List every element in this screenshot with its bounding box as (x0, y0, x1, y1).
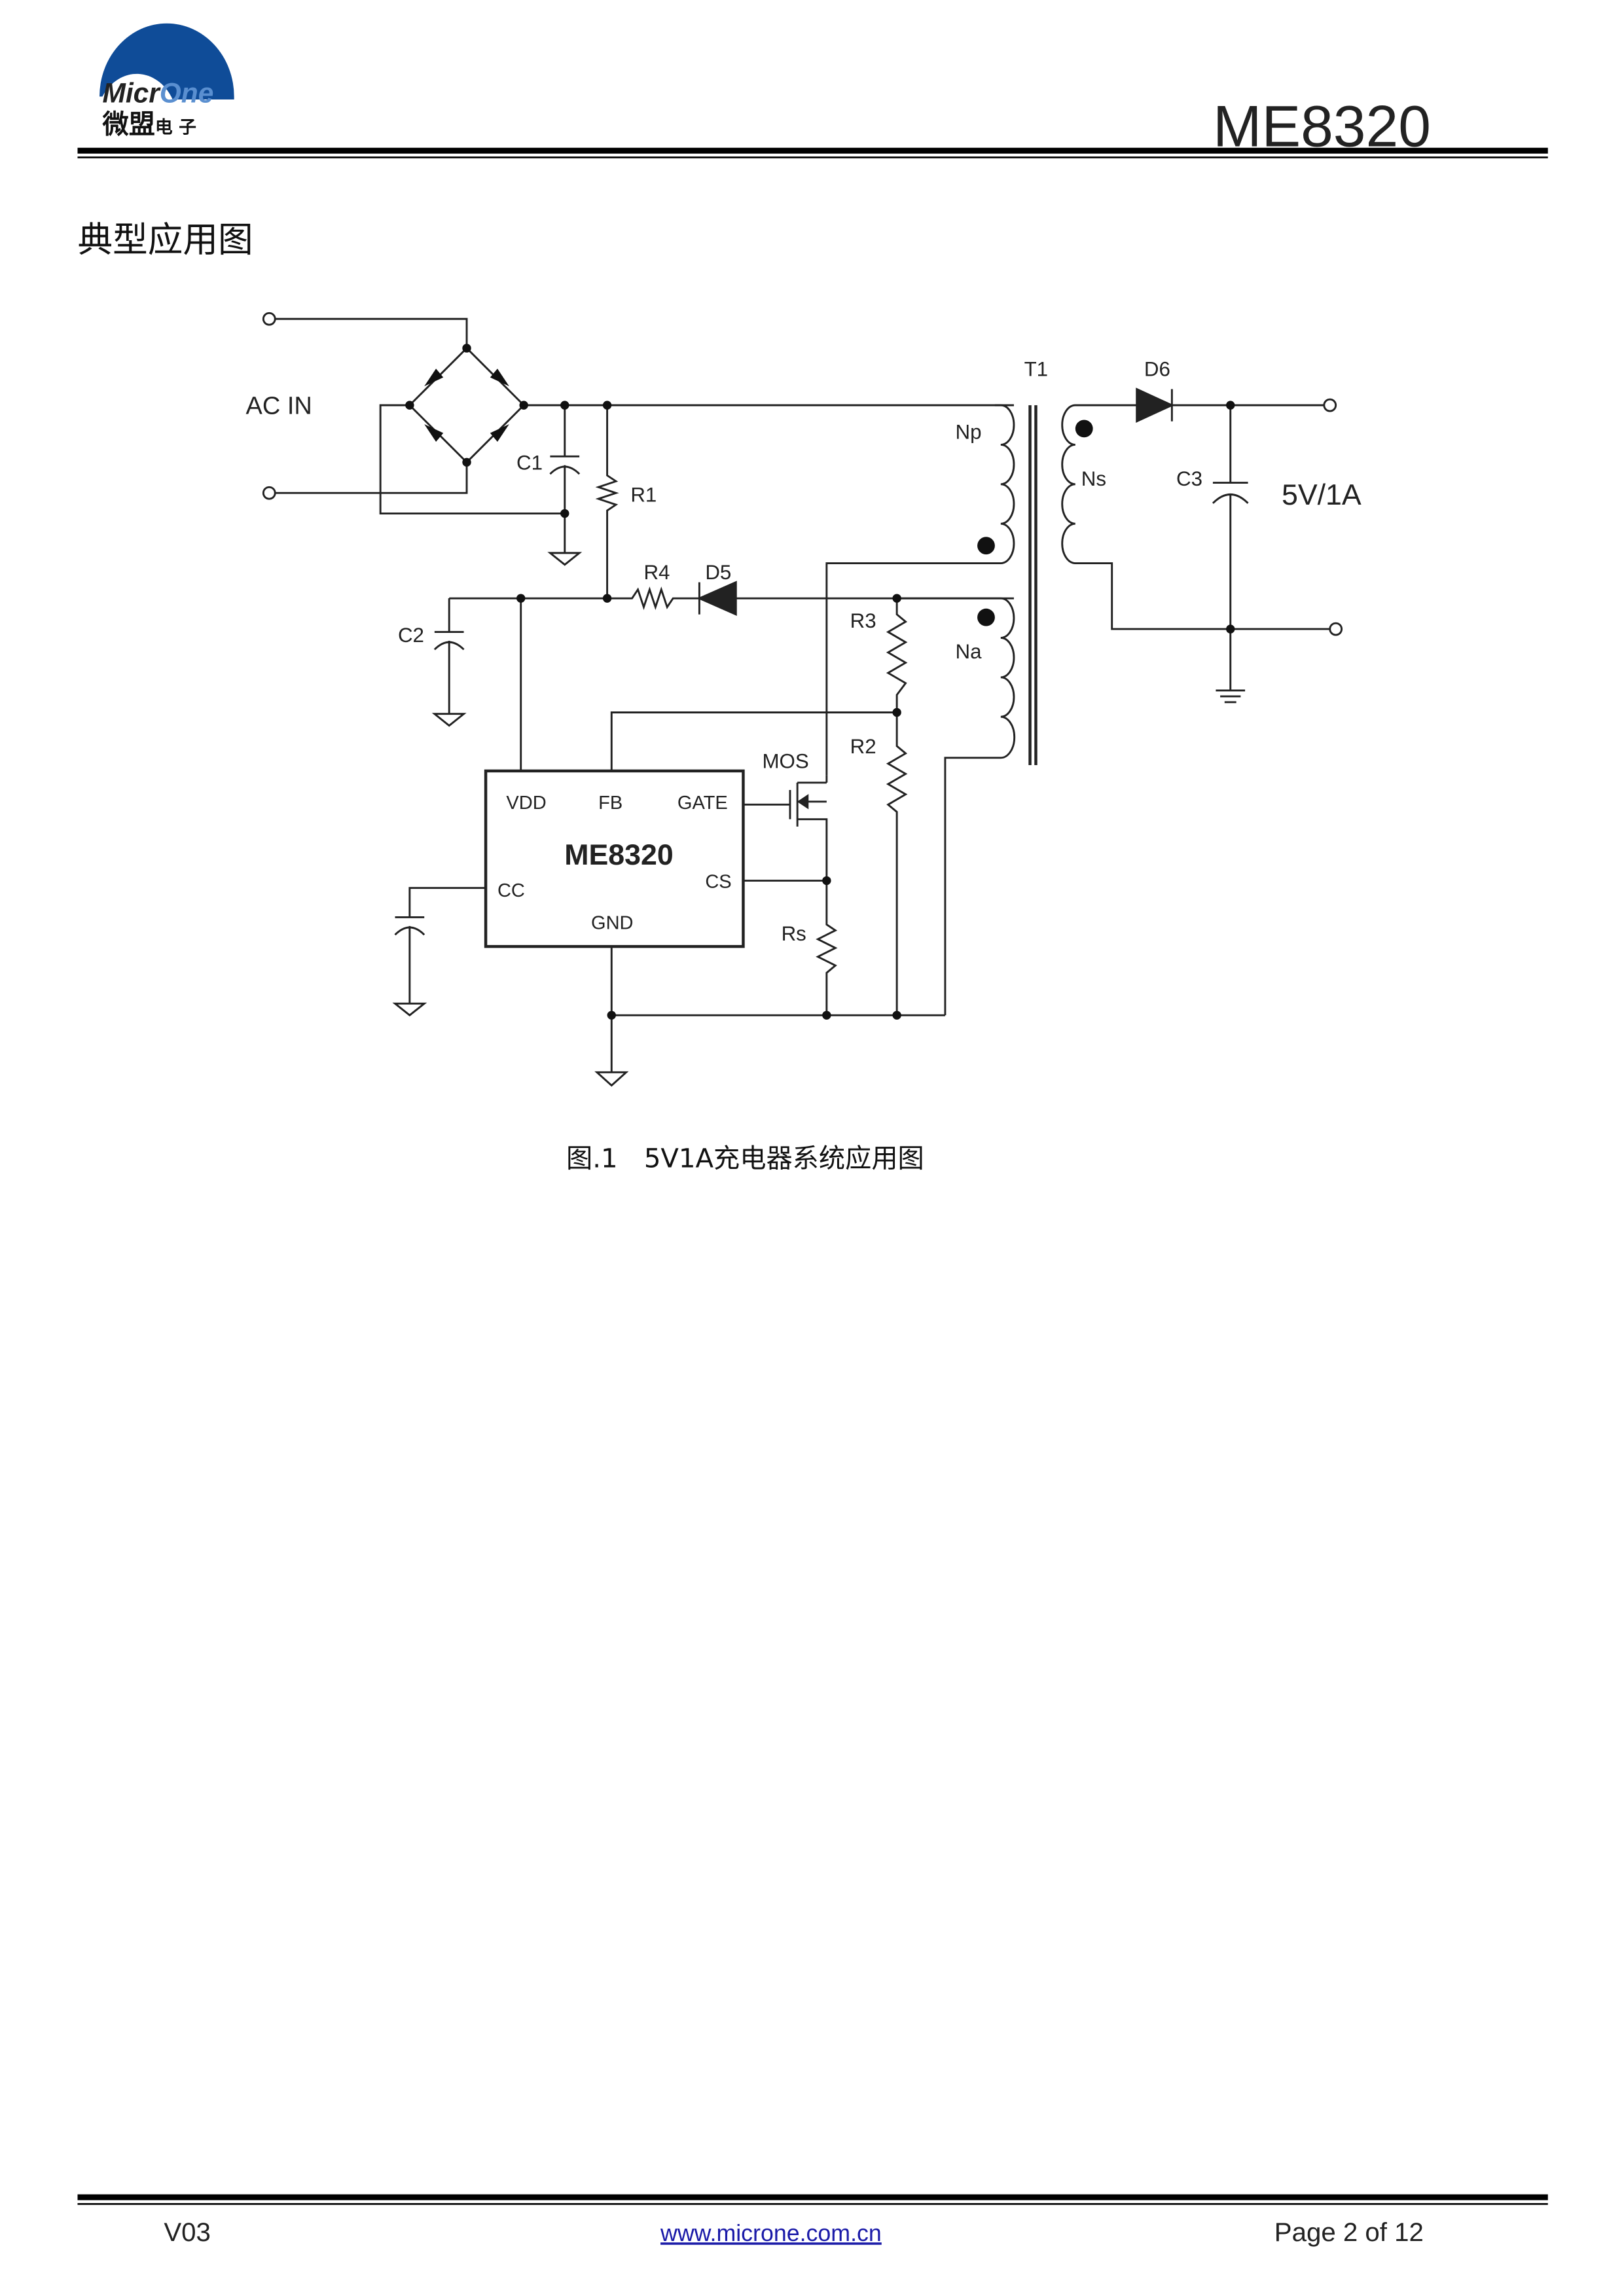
figure-number: 图.1 (566, 1144, 618, 1174)
microne-logo: MicrOne 微盟电 子 (99, 23, 234, 139)
c3-label: C3 (1176, 467, 1202, 490)
r4-label: R4 (643, 561, 670, 584)
svg-text:MicrOne: MicrOne (102, 77, 213, 108)
output-label: 5V/1A (1282, 479, 1362, 511)
ic-vdd-pin: VDD (506, 793, 546, 814)
version: V03 (164, 2217, 211, 2247)
ac-in-label: AC IN (246, 393, 312, 420)
application-circuit: AC IN C1 R1 R4 D5 C2 T1 D6 Np Ns Na C3 5… (246, 312, 1362, 1087)
ic-name: ME8320 (564, 839, 673, 871)
ic-cs-pin: CS (705, 872, 731, 893)
header-rule (77, 147, 1548, 154)
na-label: Na (956, 640, 983, 663)
figure-caption: 图.1 5V1A充电器系统应用图 (566, 1144, 924, 1174)
page-number: Page 2 of 12 (1274, 2217, 1424, 2247)
svg-text:微盟电 子: 微盟电 子 (101, 109, 196, 139)
ic-gate-pin: GATE (677, 793, 728, 814)
r1-label: R1 (630, 484, 657, 507)
ic-fb-pin: FB (598, 793, 623, 814)
section-title: 典型应用图 (77, 219, 253, 260)
figure-title: 5V1A充电器系统应用图 (644, 1144, 924, 1174)
ns-label: Ns (1081, 467, 1106, 490)
d6-label: D6 (1144, 357, 1170, 380)
ic-gnd-pin: GND (591, 912, 634, 933)
rs-label: Rs (782, 922, 806, 945)
mos-label: MOS (763, 749, 809, 772)
d5-label: D5 (705, 561, 731, 584)
header-rule-thin (77, 156, 1548, 158)
t1-label: T1 (1024, 357, 1049, 380)
footer-rule (77, 2194, 1548, 2200)
footer-rule-thin (77, 2203, 1548, 2205)
r2-label: R2 (850, 735, 876, 758)
website-link[interactable]: www.microne.com.cn (660, 2220, 882, 2246)
np-label: Np (956, 421, 982, 444)
c1-label: C1 (516, 451, 543, 474)
ic-cc-pin: CC (497, 880, 525, 901)
c2-label: C2 (398, 624, 424, 647)
r3-label: R3 (850, 609, 876, 632)
